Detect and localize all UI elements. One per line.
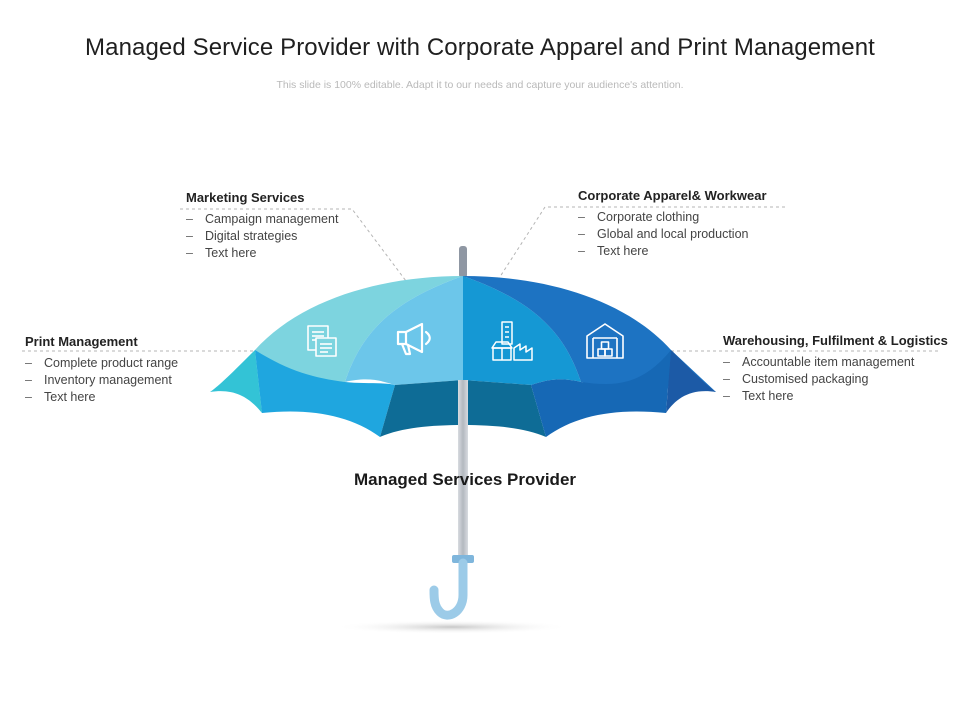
bullet-dash: – bbox=[25, 390, 32, 404]
bullet-dash: – bbox=[723, 389, 730, 403]
list-item: –Digital strategies bbox=[186, 229, 298, 243]
canopy-panel-marketing bbox=[345, 276, 463, 385]
canopy-scallop-3 bbox=[380, 380, 463, 437]
list-item: –Text here bbox=[186, 246, 257, 260]
block-heading: Corporate Apparel& Workwear bbox=[578, 188, 767, 203]
list-item: –Complete product range bbox=[25, 356, 179, 370]
list-item: –Global and local production bbox=[578, 227, 749, 241]
printer-document-icon bbox=[307, 325, 337, 357]
canopy-scallop-5 bbox=[531, 350, 671, 437]
leader-lines bbox=[22, 206, 938, 352]
canopy-scallop-4 bbox=[463, 380, 546, 437]
canopy-scallop-6 bbox=[666, 350, 716, 413]
block-heading: Marketing Services bbox=[186, 190, 305, 205]
list-item: –Customised packaging bbox=[723, 372, 869, 386]
leader-line-apparel bbox=[484, 206, 785, 301]
store-factory-icon bbox=[491, 321, 533, 361]
canopy-scallop-2 bbox=[255, 350, 395, 437]
block-warehouse: Warehousing, Fulfilment & Logistics –Acc… bbox=[723, 333, 948, 405]
list-item: –Text here bbox=[723, 389, 794, 403]
bullet-list: –Campaign management –Digital strategies… bbox=[186, 211, 338, 262]
block-apparel: Corporate Apparel& Workwear –Corporate c… bbox=[578, 188, 767, 260]
bullet-dash: – bbox=[578, 210, 585, 224]
list-item: –Campaign management bbox=[186, 212, 339, 226]
bullet-list: –Corporate clothing –Global and local pr… bbox=[578, 209, 767, 260]
umbrella-shaft bbox=[458, 380, 468, 560]
center-label: Managed Services Provider bbox=[353, 470, 577, 489]
list-item: –Corporate clothing bbox=[578, 210, 700, 224]
bullet-dash: – bbox=[578, 227, 585, 241]
bullet-dash: – bbox=[186, 246, 193, 260]
canopy-scallop-1 bbox=[210, 350, 262, 413]
list-item: –Text here bbox=[25, 390, 96, 404]
page-subtitle: This slide is 100% editable. Adapt it to… bbox=[276, 79, 684, 91]
bullet-list: –Accountable item management –Customised… bbox=[723, 354, 948, 405]
bullet-dash: – bbox=[25, 373, 32, 387]
block-heading: Warehousing, Fulfilment & Logistics bbox=[723, 333, 948, 348]
list-item: –Accountable item management bbox=[723, 355, 915, 369]
bullet-list: –Complete product range –Inventory manag… bbox=[25, 355, 178, 406]
bullet-dash: – bbox=[578, 244, 585, 258]
list-item: –Inventory management bbox=[25, 373, 172, 387]
bullet-dash: – bbox=[723, 372, 730, 386]
ground-shadow bbox=[334, 620, 570, 634]
block-heading: Print Management bbox=[25, 334, 138, 349]
bullet-dash: – bbox=[25, 356, 32, 370]
bullet-dash: – bbox=[186, 229, 193, 243]
bullet-dash: – bbox=[723, 355, 730, 369]
megaphone-icon bbox=[396, 322, 431, 356]
umbrella-handle bbox=[429, 558, 468, 620]
bullet-dash: – bbox=[186, 212, 193, 226]
block-marketing: Marketing Services –Campaign management … bbox=[186, 190, 338, 262]
block-print: Print Management –Complete product range… bbox=[25, 334, 178, 406]
leader-line-marketing bbox=[180, 208, 431, 314]
umbrella-tip bbox=[459, 246, 467, 278]
warehouse-icon bbox=[586, 323, 624, 359]
list-item: –Text here bbox=[578, 244, 649, 258]
page-title: Managed Service Provider with Corporate … bbox=[85, 34, 875, 61]
